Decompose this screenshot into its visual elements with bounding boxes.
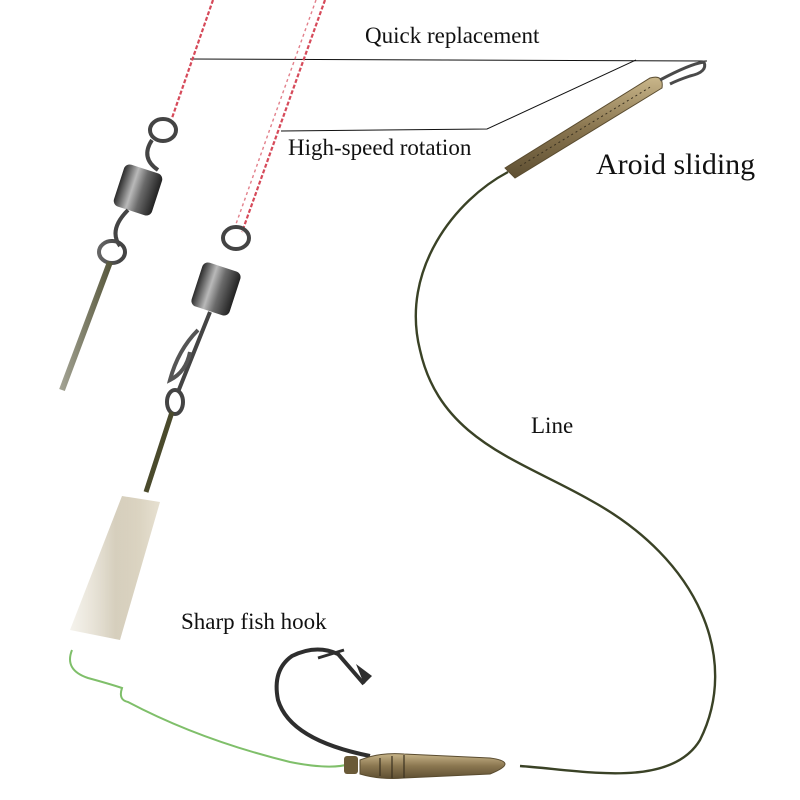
- main-line-middle: [240, 0, 327, 233]
- label-high-speed-rotation: High-speed rotation: [288, 135, 472, 160]
- hook-link-line: [414, 170, 717, 775]
- green-line: [69, 649, 351, 768]
- hook-link-middle: [143, 411, 175, 493]
- main-line-left: [170, 0, 215, 119]
- leader-line-quick-replacement: [189, 58, 708, 62]
- fish-hook: [274, 647, 372, 758]
- swivel-middle: [165, 225, 251, 416]
- label-line: Line: [531, 413, 574, 438]
- label-avoid-sliding: Aroid sliding: [596, 148, 756, 181]
- label-sharp-fish-hook: Sharp fish hook: [181, 609, 327, 634]
- leader-line-high-speed-rotation: [280, 59, 637, 132]
- quick-change-clip: [166, 328, 200, 384]
- anti-tangle-sleeve-bottom: [344, 753, 506, 779]
- swivel-eye-right: [659, 60, 707, 86]
- label-quick-replacement: Quick replacement: [365, 23, 540, 48]
- swivel-left: [97, 117, 178, 265]
